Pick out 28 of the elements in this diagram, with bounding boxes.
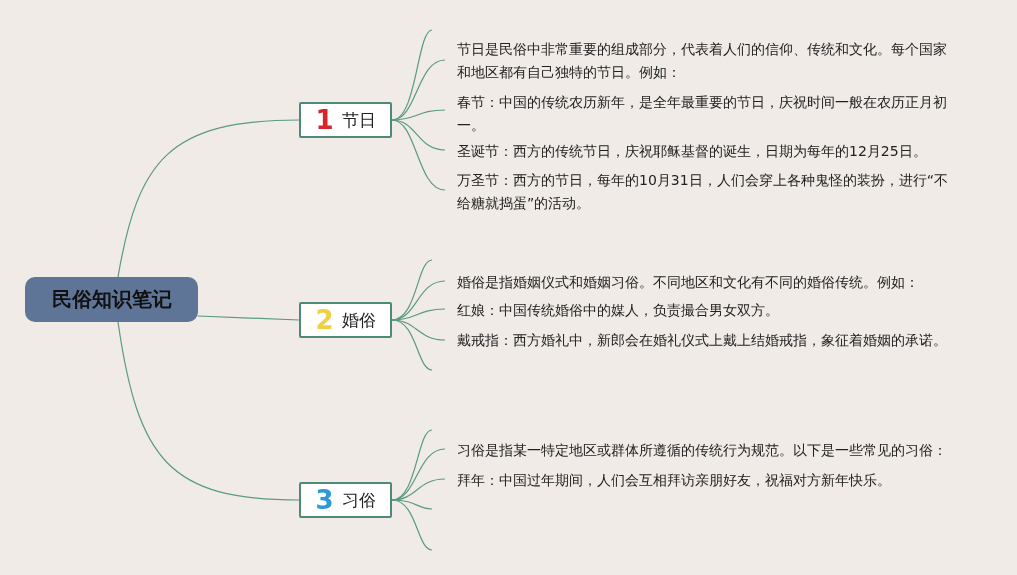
note-paragraph: 红娘：中国传统婚俗中的媒人，负责撮合男女双方。: [457, 301, 780, 320]
note-paragraph: 戴戒指：西方婚礼中，新郎会在婚礼仪式上戴上结婚戒指，象征着婚姻的承诺。: [457, 331, 948, 350]
root-topic-box: [25, 277, 198, 322]
topic-box: [299, 302, 392, 338]
topic-number: 1: [315, 107, 334, 133]
note-paragraph: 婚俗是指婚姻仪式和婚姻习俗。不同地区和文化有不同的婚俗传统。例如：: [457, 273, 920, 292]
topic-box: [299, 482, 392, 518]
note-paragraph: 春节：中国的传统农历新年，是全年最重要的节日，庆祝时间一般在农历正月初一。: [457, 93, 948, 135]
topic-box: [299, 102, 392, 138]
note-paragraph: 万圣节：西方的节日，每年的10月31日，人们会穿上各种鬼怪的装扮，进行“不给糖就捣蛋”的活动。: [457, 171, 949, 213]
branch-line: [391, 499, 433, 551]
topic-label: 婚俗: [341, 308, 376, 332]
branch-line: [391, 499, 433, 510]
branch-line: [117, 321, 300, 501]
topic-number: 2: [315, 307, 334, 333]
note-paragraph: 节日是民俗中非常重要的组成部分，代表着人们的信仰、传统和文化。每个国家和地区都有自己独特的节日。例如：: [457, 40, 948, 82]
branch-line: [391, 319, 446, 341]
note-paragraph: 圣诞节：西方的传统节日，庆祝耶稣基督的诞生，日期为每年的12月25日。: [457, 142, 928, 161]
note-paragraph: 习俗是指某一特定地区或群体所遵循的传统行为规范。以下是一些常见的习俗：: [457, 441, 948, 460]
branch-line: [391, 119, 446, 191]
topic-label: 习俗: [341, 488, 376, 512]
topic-label: 节日: [341, 108, 376, 132]
branch-line: [391, 319, 433, 371]
topic-number: 3: [315, 487, 334, 513]
branch-line: [117, 119, 300, 278]
note-paragraph: 拜年：中国过年期间，人们会互相拜访亲朋好友，祝福对方新年快乐。: [457, 471, 892, 490]
root-title: 民俗知识笔记: [51, 286, 172, 313]
branch-line: [197, 315, 300, 321]
